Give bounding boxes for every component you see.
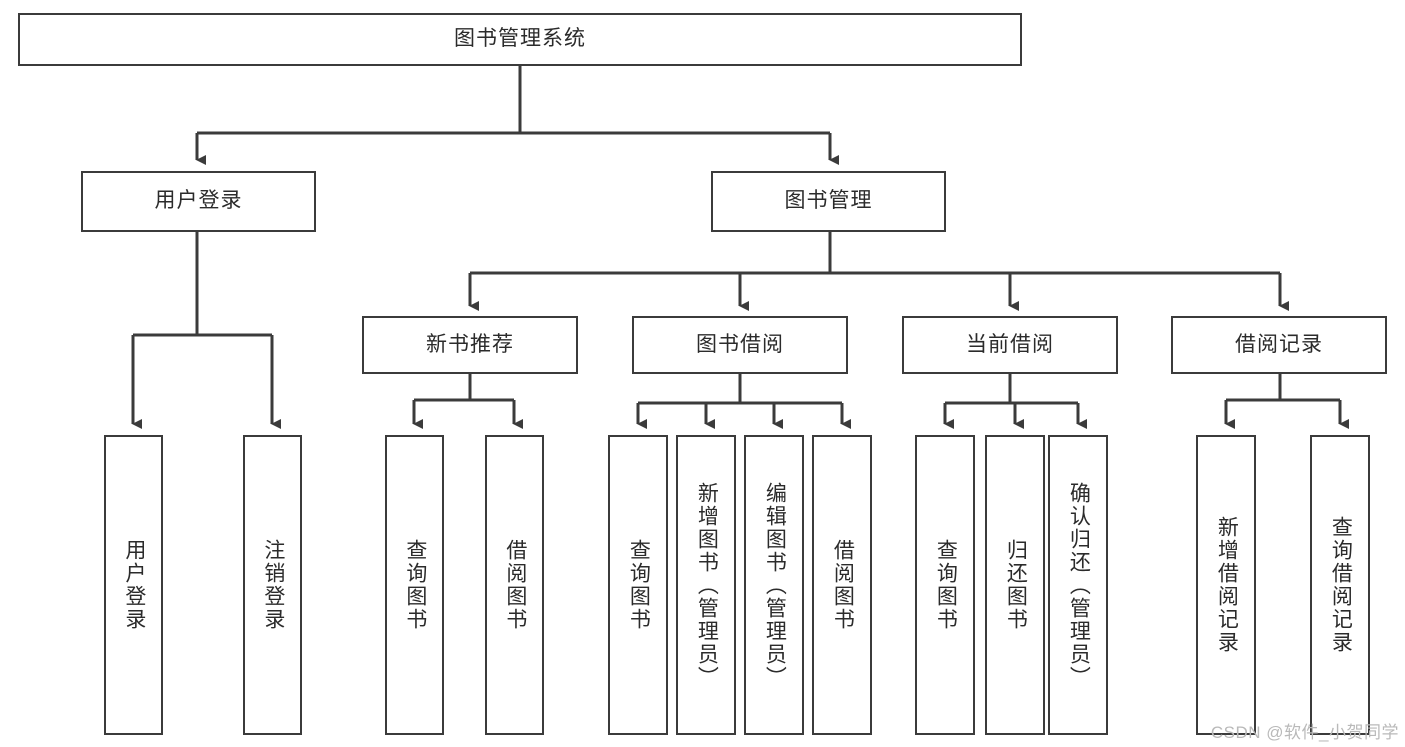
leaf-book-borrow-add-label: 新增图书（管理员）	[695, 481, 719, 689]
leaf-borrow-record-add-label: 新增借阅记录	[1215, 516, 1239, 654]
leaf-book-borrow-edit-label: 编辑图书（管理员）	[763, 481, 787, 689]
leaf-current-borrow-return[interactable]: 归还图书	[985, 435, 1045, 735]
leaf-book-borrow-borrow[interactable]: 借阅图书	[812, 435, 872, 735]
node-root-label: 图书管理系统	[454, 27, 586, 51]
leaf-current-borrow-confirm[interactable]: 确认归还（管理员）	[1048, 435, 1108, 735]
node-book-management-label: 图书管理	[784, 189, 873, 213]
node-book-borrow[interactable]: 图书借阅	[632, 316, 848, 374]
leaf-current-borrow-return-label: 归还图书	[1004, 539, 1028, 631]
node-user-login-label: 用户登录	[154, 189, 243, 213]
node-user-login[interactable]: 用户登录	[81, 171, 316, 232]
leaf-book-borrow-add[interactable]: 新增图书（管理员）	[676, 435, 736, 735]
node-borrow-record[interactable]: 借阅记录	[1171, 316, 1387, 374]
node-book-borrow-label: 图书借阅	[696, 332, 784, 356]
leaf-borrow-record-add[interactable]: 新增借阅记录	[1196, 435, 1256, 735]
node-current-borrow-label: 当前借阅	[966, 332, 1054, 356]
leaf-user-login-signout[interactable]: 注销登录	[243, 435, 302, 735]
leaf-new-book-borrow[interactable]: 借阅图书	[485, 435, 544, 735]
node-book-management[interactable]: 图书管理	[711, 171, 946, 232]
leaf-new-book-query-label: 查询图书	[403, 539, 427, 631]
leaf-book-borrow-query-label: 查询图书	[627, 539, 651, 631]
leaf-borrow-record-query[interactable]: 查询借阅记录	[1310, 435, 1370, 735]
leaf-book-borrow-edit[interactable]: 编辑图书（管理员）	[744, 435, 804, 735]
leaf-book-borrow-query[interactable]: 查询图书	[608, 435, 668, 735]
node-new-book-recommend-label: 新书推荐	[426, 332, 514, 356]
leaf-user-login-signout-label: 注销登录	[261, 539, 285, 631]
leaf-user-login-signin[interactable]: 用户登录	[104, 435, 163, 735]
leaf-new-book-query[interactable]: 查询图书	[385, 435, 444, 735]
node-current-borrow[interactable]: 当前借阅	[902, 316, 1118, 374]
leaf-user-login-signin-label: 用户登录	[122, 539, 146, 631]
leaf-current-borrow-query[interactable]: 查询图书	[915, 435, 975, 735]
leaf-borrow-record-query-label: 查询借阅记录	[1329, 516, 1353, 654]
leaf-book-borrow-borrow-label: 借阅图书	[831, 539, 855, 631]
leaf-current-borrow-confirm-label: 确认归还（管理员）	[1067, 481, 1091, 689]
node-new-book-recommend[interactable]: 新书推荐	[362, 316, 578, 374]
node-borrow-record-label: 借阅记录	[1235, 332, 1323, 356]
leaf-current-borrow-query-label: 查询图书	[934, 539, 958, 631]
watermark: CSDN @软件_小贺同学	[1210, 723, 1399, 742]
leaf-new-book-borrow-label: 借阅图书	[503, 539, 527, 631]
node-root[interactable]: 图书管理系统	[18, 13, 1022, 66]
